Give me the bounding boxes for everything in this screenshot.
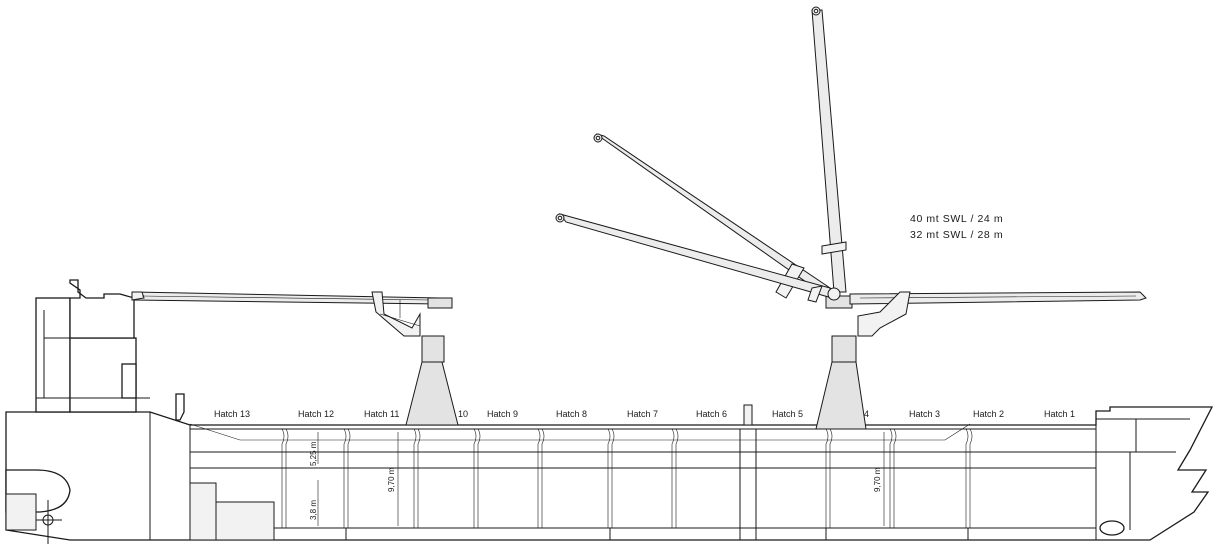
crane-spec-line-2: 32 mt SWL / 28 m [910, 229, 1003, 241]
crane-spec-line-1: 40 mt SWL / 24 m [910, 213, 1003, 225]
hatch-label-8: Hatch 8 [556, 409, 587, 419]
dim-hold-aft: 9,70 m [387, 467, 396, 492]
hatch-label-10: 10 [458, 409, 468, 419]
hatch-label-2: Hatch 2 [973, 409, 1004, 419]
hatch-labels: Hatch 13 Hatch 12 Hatch 11 10 Hatch 9 Ha… [214, 409, 1075, 419]
hatch-label-12: Hatch 12 [298, 409, 334, 419]
dim-upper-tween: 5,25 m [309, 441, 318, 466]
fwd-crane [555, 6, 1147, 430]
hatch-label-13: Hatch 13 [214, 409, 250, 419]
hatch-label-5: Hatch 5 [772, 409, 803, 419]
hatch-label-4: 4 [864, 409, 869, 419]
hatch-label-9: Hatch 9 [487, 409, 518, 419]
hatch-label-1: Hatch 1 [1044, 409, 1075, 419]
hatch-label-6: Hatch 6 [696, 409, 727, 419]
aft-crane [131, 291, 459, 426]
superstructure [35, 279, 185, 421]
hold-frames [281, 404, 973, 540]
dim-lower-tween: 3,8 m [309, 500, 318, 520]
crane-specs: 40 mt SWL / 24 m 32 mt SWL / 28 m [910, 213, 1003, 241]
dim-hold-fwd: 9,70 m [873, 467, 882, 492]
hatch-label-7: Hatch 7 [627, 409, 658, 419]
dimension-markers: 5,25 m 3,8 m 9,70 m 9,70 m [309, 432, 885, 526]
hull [5, 406, 1214, 544]
hatch-label-3: Hatch 3 [909, 409, 940, 419]
hatch-label-11: Hatch 11 [364, 409, 399, 419]
